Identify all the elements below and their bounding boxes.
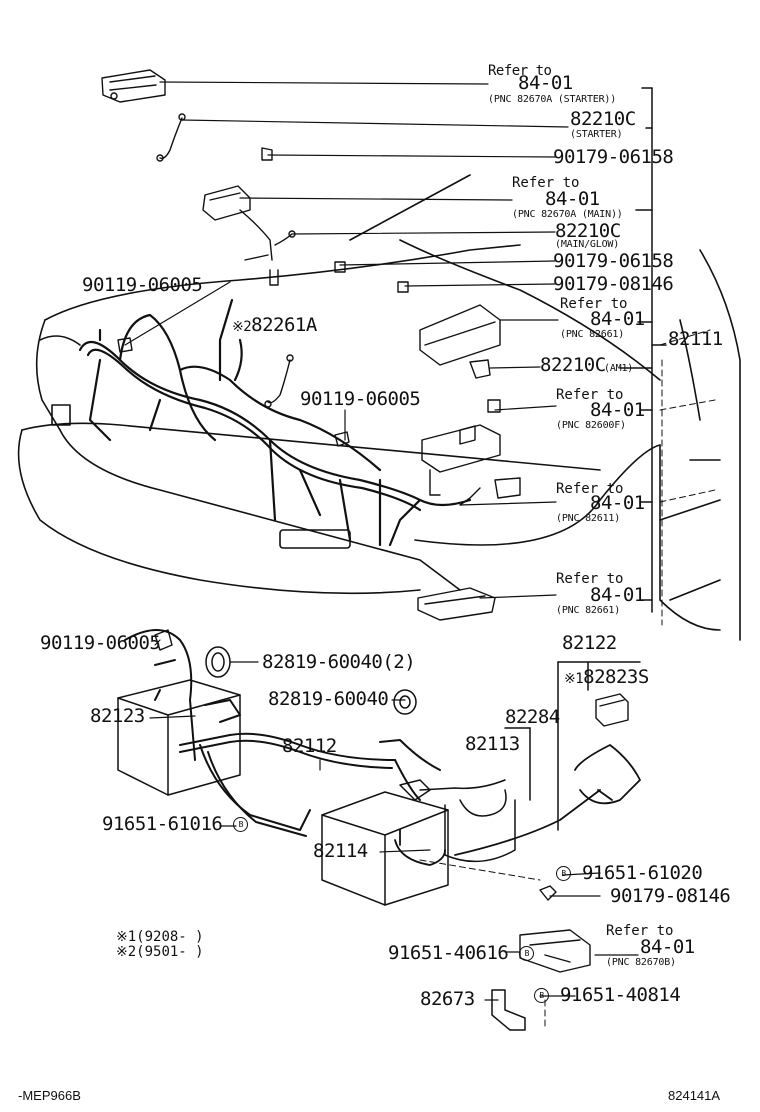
battery-left bbox=[117, 679, 241, 796]
relay-box-82600f bbox=[421, 399, 521, 506]
refer-note: (PNC 82600F) bbox=[556, 420, 626, 431]
part-82823s-number: 82823S bbox=[583, 666, 649, 688]
note-2: ※2(9501- ) bbox=[116, 944, 204, 960]
part-82823s: ※182823S bbox=[564, 668, 649, 687]
part-90179-06158-a: 90179-06158 bbox=[553, 146, 674, 168]
refer-code: 84-01 bbox=[545, 188, 600, 210]
refer-title: Refer to bbox=[556, 387, 624, 403]
battery-right bbox=[321, 791, 449, 906]
part-82210c-main: 82210C bbox=[555, 220, 621, 242]
refer-to-starter: Refer to bbox=[488, 60, 552, 79]
bolt-b-icon: B bbox=[556, 866, 571, 881]
connector-main-glow bbox=[202, 185, 409, 293]
part-82210c-am1-note: (AM1) bbox=[604, 363, 634, 374]
part-82123: 82123 bbox=[90, 705, 145, 727]
part-82673: 82673 bbox=[420, 988, 475, 1010]
part-90179-08146-a: 90179-08146 bbox=[553, 273, 674, 295]
part-82819-60040: 82819-60040 bbox=[268, 688, 389, 710]
part-90119-06005-b: 90119-06005 bbox=[300, 388, 421, 410]
part-91651-61020: B 91651-61020 bbox=[556, 862, 703, 884]
wire-82261a bbox=[264, 354, 294, 408]
grommet-82819-a bbox=[205, 646, 231, 678]
wire-harness bbox=[78, 298, 472, 547]
part-91651-61020-number: 91651-61020 bbox=[581, 862, 703, 884]
cable-82123 bbox=[124, 629, 196, 761]
refer-title: Refer to bbox=[560, 296, 628, 312]
footer-left-code: -MEP966B bbox=[18, 1088, 81, 1103]
part-82111: 82111 bbox=[668, 328, 723, 350]
part-82210c-am1: 82210C bbox=[540, 354, 606, 376]
refer-code: 84-01 bbox=[590, 308, 645, 330]
part-90179-08146-b: 90179-08146 bbox=[610, 885, 731, 907]
part-82210c-starter: 82210C bbox=[570, 108, 636, 130]
refer-title: Refer to bbox=[556, 571, 624, 587]
part-82823s bbox=[595, 693, 629, 727]
refer-note: (PNC 82670B) bbox=[606, 957, 676, 968]
terminal-82113 bbox=[399, 779, 516, 863]
part-82210c-starter-note: (STARTER) bbox=[570, 129, 623, 140]
part-91651-40616: 91651-40616 B bbox=[388, 942, 535, 964]
part-90119-06005-c: 90119-06005 bbox=[40, 632, 161, 654]
bracket-82122 bbox=[557, 661, 641, 831]
part-82114: 82114 bbox=[313, 840, 368, 862]
refer-code: 84-01 bbox=[590, 399, 645, 421]
bracket-82111 bbox=[619, 87, 667, 613]
refer-note: (PNC 82661) bbox=[556, 605, 621, 616]
part-82819-60040-2: 82819-60040(2) bbox=[262, 651, 416, 673]
phantom-lines bbox=[419, 329, 716, 1031]
grommet-82819-b bbox=[393, 689, 417, 715]
bolt-b-icon: B bbox=[519, 946, 535, 961]
refer-code: 84-01 bbox=[590, 584, 645, 606]
connector-top-starter bbox=[101, 69, 273, 162]
part-82284: 82284 bbox=[505, 706, 560, 728]
part-82113: 82113 bbox=[465, 733, 520, 755]
part-82210c-main-note: (MAIN/GLOW) bbox=[555, 239, 620, 250]
part-91651-61016: 91651-61016 B bbox=[102, 813, 249, 835]
cable-82114 bbox=[394, 829, 446, 866]
footer-right-code: 824141A bbox=[668, 1088, 721, 1103]
refer-title: Refer to bbox=[556, 481, 624, 497]
mark-1: ※1 bbox=[564, 671, 584, 687]
cable-82112 bbox=[179, 699, 441, 837]
part-90179-06158-b: 90179-06158 bbox=[553, 250, 674, 272]
refer-title: Refer to bbox=[606, 923, 674, 939]
bracket-82673 bbox=[491, 989, 526, 1031]
refer-code: 84-01 bbox=[640, 936, 695, 958]
part-82261a: ※282261A bbox=[232, 316, 317, 335]
refer-note: (PNC 82661) bbox=[560, 329, 625, 340]
part-91651-40616-number: 91651-40616 bbox=[388, 942, 509, 964]
note-1: ※1(9208- ) bbox=[116, 929, 204, 945]
part-82112: 82112 bbox=[282, 735, 337, 757]
tray-82661 bbox=[417, 587, 496, 621]
fuse-block-82661 bbox=[419, 304, 501, 379]
refer-note: (PNC 82670A (STARTER)) bbox=[488, 94, 617, 105]
refer-title: Refer to bbox=[488, 63, 552, 79]
refer-code: 84-01 bbox=[518, 72, 573, 94]
cable-82284 bbox=[454, 744, 641, 856]
refer-code: 84-01 bbox=[590, 492, 645, 514]
part-91651-40814: B 91651-40814 bbox=[534, 984, 681, 1006]
part-90119-06005-a: 90119-06005 bbox=[82, 274, 203, 296]
part-82122: 82122 bbox=[562, 632, 617, 654]
refer-note: (PNC 82611) bbox=[556, 513, 621, 524]
part-91651-61016-number: 91651-61016 bbox=[102, 813, 223, 835]
bolt-90119-06005 bbox=[117, 337, 350, 651]
refer-title: Refer to bbox=[512, 175, 580, 191]
mark-2: ※2 bbox=[232, 319, 252, 335]
part-82261a-number: 82261A bbox=[251, 314, 317, 336]
bolt-b-icon: B bbox=[534, 988, 549, 1003]
part-91651-40814-number: 91651-40814 bbox=[559, 984, 681, 1006]
refer-note: (PNC 82670A (MAIN)) bbox=[512, 209, 623, 220]
bolt-b-icon: B bbox=[233, 817, 249, 832]
bolt-90179-08146 bbox=[539, 885, 557, 901]
